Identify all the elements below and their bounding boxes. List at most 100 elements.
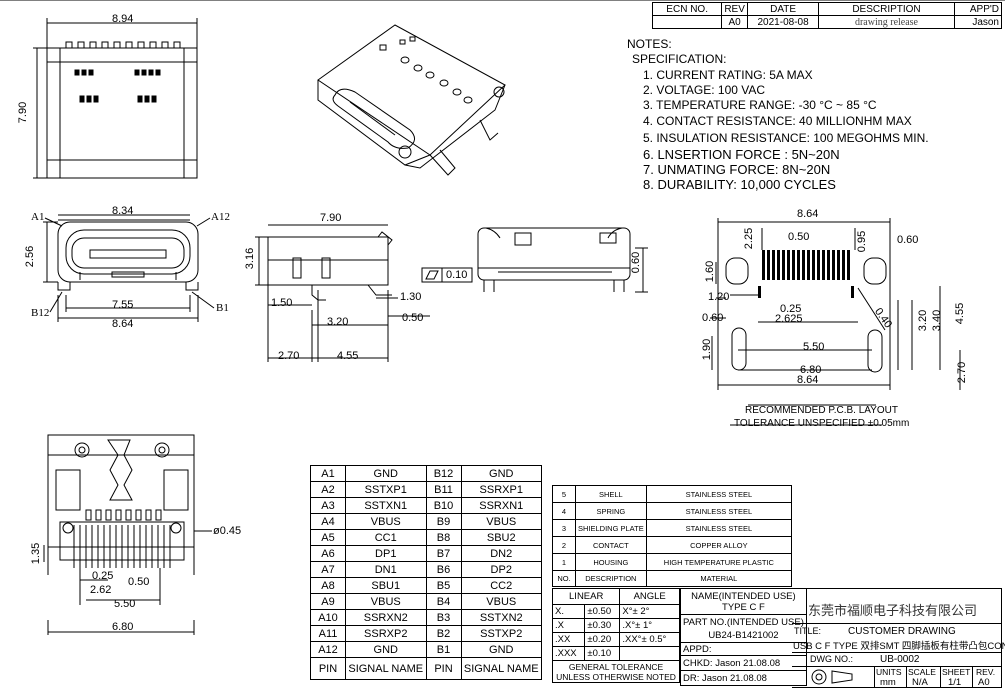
front-view <box>43 214 215 322</box>
units-value: mm <box>880 677 896 688</box>
tolerance-linear: ±0.30 <box>584 618 621 633</box>
pin-a-number: A10 <box>310 609 346 626</box>
pin-a-signal: SSTXN1 <box>345 497 427 514</box>
pin-b-signal: DN2 <box>460 545 542 562</box>
name-value: TYPE C F <box>722 601 765 613</box>
pin-b-signal: SSRXP1 <box>460 481 542 498</box>
notes-heading: NOTES: <box>627 37 672 51</box>
note-item-7: 7. UNMATING FORCE: 8N~20N <box>643 162 831 177</box>
material-no: 4 <box>552 502 576 520</box>
pin-a-number: A11 <box>310 625 346 642</box>
pin-a-signal: SSTXP1 <box>345 481 427 498</box>
dim-bottom-025: 0.25 <box>92 570 114 582</box>
pcb-dim-060-l: 0.60 <box>702 312 724 324</box>
pin-a-signal: CC1 <box>345 529 427 546</box>
pcb-dim-120: 1.20 <box>708 291 730 303</box>
pin-b-number: B10 <box>425 497 462 514</box>
material-description: SHELL <box>575 485 647 503</box>
tolerance-angle: .XX°± 0.5° <box>619 632 680 647</box>
dr-cell: DR: Jason 21.08.08 <box>680 670 807 686</box>
linear-header: LINEAR <box>551 588 621 605</box>
part-value: UB24-B1421002 <box>708 629 779 641</box>
pin-a-number: A7 <box>310 561 346 578</box>
pcb-dim-680: 6.80 <box>800 364 822 376</box>
pin-b-signal: VBUS <box>460 593 542 610</box>
dim-bottom-262: 2.62 <box>90 584 112 596</box>
pcb-dim-190: 1.90 <box>701 338 714 361</box>
name-label: NAME(INTENDED USE) <box>691 590 796 602</box>
top-view <box>33 18 198 179</box>
pin-b-number: B7 <box>425 545 462 562</box>
title-line2: USB C F TYPE 双排SMT 四脚插板有柱带凸包CONN <box>793 641 1005 652</box>
pin-a-signal: DN1 <box>345 561 427 578</box>
pin-footer-cell: SIGNAL NAME <box>460 657 542 680</box>
pcb-dim-160: 1.60 <box>704 260 717 283</box>
bottom-view <box>43 434 212 635</box>
pcb-dim-455: 4.55 <box>954 302 967 325</box>
part-no: PART NO.(INTENDED USE) UB24-B1421002 <box>680 614 807 643</box>
dim-side-length: 7.90 <box>320 212 342 224</box>
tolerance-linear: ±0.50 <box>584 604 621 619</box>
pcb-dim-060-r: 0.60 <box>897 234 919 246</box>
material-value: COPPER ALLOY <box>645 536 793 554</box>
note-item-4: 4. CONTACT RESISTANCE: 40 MILLIONHM MAX <box>643 114 912 128</box>
rev-header-rev: REV <box>721 2 748 16</box>
label-b1: B1 <box>216 302 229 314</box>
material-description: SPRING <box>575 502 647 520</box>
material-header-cell: MATERIAL <box>645 570 793 587</box>
rev-description-value: drawing release <box>818 15 955 29</box>
dim-top-width: 8.94 <box>112 13 134 25</box>
pcb-dim-320: 3.20 <box>917 309 930 332</box>
material-no: 1 <box>552 553 576 571</box>
material-value: STAINLESS STEEL <box>645 485 793 503</box>
pin-b-signal: VBUS <box>460 513 542 530</box>
isometric-view <box>317 24 506 176</box>
pin-b-signal: SSTXN2 <box>460 609 542 626</box>
dim-bottom-dia: ø0.45 <box>213 525 242 537</box>
sheet-value: 1/1 <box>948 677 962 688</box>
tolerance-linear: ±0.10 <box>584 646 621 661</box>
tolerance-angle <box>619 646 680 661</box>
note-item-2: 2. VOLTAGE: 100 VAC <box>643 83 766 97</box>
pin-b-signal: CC2 <box>460 577 542 594</box>
scale-label: SCALE <box>908 667 936 677</box>
material-value: HIGH TEMPERATURE PLASTIC <box>645 553 793 571</box>
rear-view <box>421 227 648 293</box>
pin-a-signal: DP1 <box>345 545 427 562</box>
note-item-3: 3. TEMPERATURE RANGE: -30 °C ~ 85 °C <box>643 98 877 112</box>
rev-appd-value: Jason <box>953 15 1003 29</box>
tolerance-linear: ±0.20 <box>584 632 621 647</box>
dim-top-height: 7.90 <box>17 101 30 124</box>
pin-a-number: A6 <box>310 545 346 562</box>
dim-bottom-550: 5.50 <box>114 598 136 610</box>
pcb-dim-w864-top: 8.64 <box>797 208 819 220</box>
company-name: 东莞市福顺电子科技有限公司 <box>808 603 978 618</box>
label-a1: A1 <box>31 211 45 223</box>
rev-header-appd: APP'D <box>953 2 1003 16</box>
pin-a-number: A2 <box>310 481 346 498</box>
part-info-table: NAME(INTENDED USE) TYPE C F PART NO.(INT… <box>680 588 807 686</box>
chkd-cell: CHKD: Jason 21.08.08 <box>680 655 807 671</box>
dim-side-130: 1.30 <box>400 291 422 303</box>
pin-footer-cell: PIN <box>425 657 462 680</box>
dwg-label: DWG NO.: <box>810 654 853 664</box>
note-item-5: 5. INSULATION RESISTANCE: 100 MEGOHMS MI… <box>643 131 929 145</box>
pin-b-number: B4 <box>425 593 462 610</box>
pin-a-signal: SSRXN2 <box>345 609 427 626</box>
dim-side-150: 1.50 <box>271 297 293 309</box>
title-label: TITLE: <box>794 626 822 636</box>
appd-cell: APPD: <box>680 642 807 656</box>
notes-subheading: SPECIFICATION: <box>632 52 727 66</box>
